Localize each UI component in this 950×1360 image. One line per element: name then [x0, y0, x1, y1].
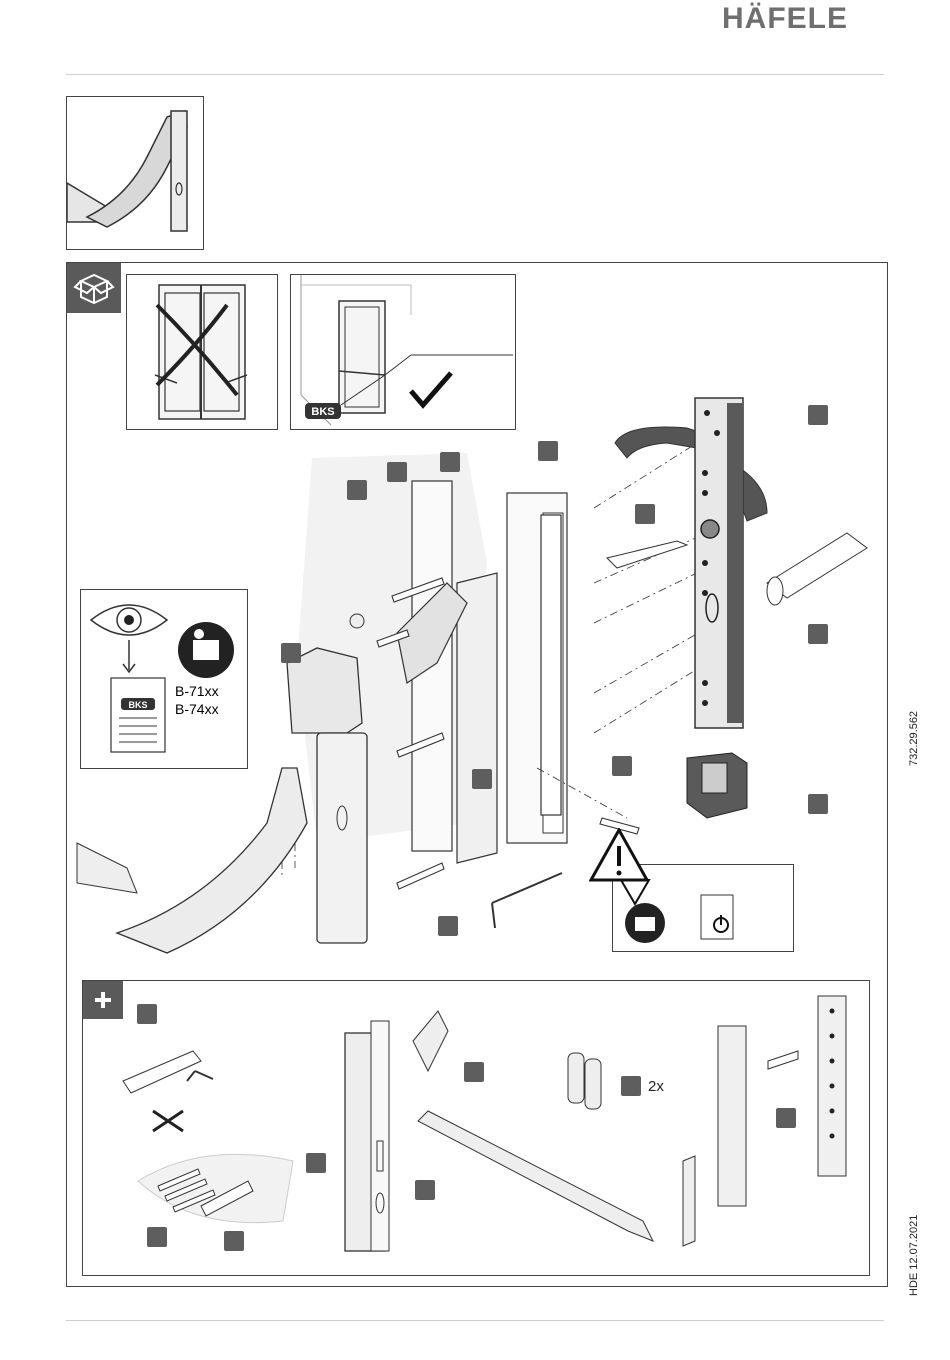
callout-marker	[464, 1062, 484, 1082]
power-icon	[701, 895, 733, 939]
product-thumbnail	[66, 96, 204, 250]
callout-marker	[387, 462, 407, 482]
callout-marker	[281, 643, 301, 663]
callout-marker	[808, 624, 828, 644]
callout-marker	[808, 794, 828, 814]
callout-marker	[440, 452, 460, 472]
battery-quantity: 2x	[648, 1078, 664, 1095]
callout-marker	[137, 1004, 157, 1024]
callout-marker	[306, 1153, 326, 1173]
callout-marker	[635, 504, 655, 524]
callout-marker	[472, 769, 492, 789]
brand-logo: HÄFELE	[722, 2, 848, 36]
callout-marker	[808, 405, 828, 425]
footer-rule	[66, 1320, 884, 1321]
callout-marker	[538, 441, 558, 461]
article-number: 732.29.562	[908, 711, 920, 766]
callout-marker	[776, 1108, 796, 1128]
header-rule	[66, 74, 884, 75]
accessories-drawing	[83, 981, 867, 1273]
callout-marker	[621, 1076, 641, 1096]
callout-marker	[438, 916, 458, 936]
callout-marker	[415, 1180, 435, 1200]
callout-marker	[147, 1227, 167, 1247]
warning-triangle-icon	[589, 828, 649, 887]
callout-marker	[612, 756, 632, 776]
document-code: HDE 12.07.2021	[908, 1215, 920, 1296]
callout-marker	[347, 480, 367, 500]
callout-marker	[224, 1231, 244, 1251]
panic-bar-thumbnail-image	[67, 97, 203, 249]
